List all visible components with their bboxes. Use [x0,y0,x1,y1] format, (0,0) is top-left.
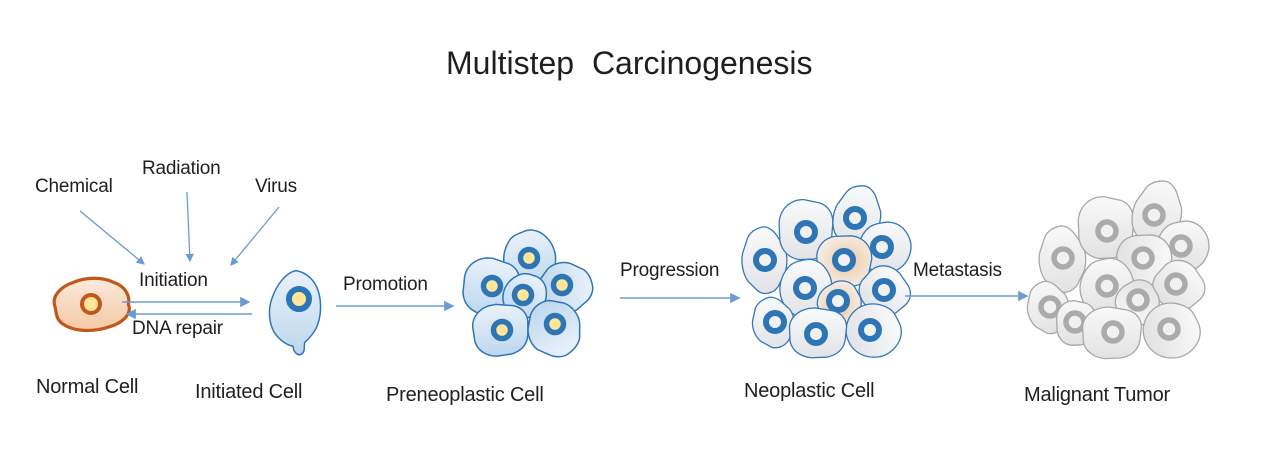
cell-nucleus [1164,272,1188,296]
cell-nucleus [511,283,535,307]
cell-nucleus [1131,246,1155,270]
cell-nucleus [870,235,894,259]
cell-nucleus [480,274,504,298]
normal-cell [52,276,131,332]
cell-nucleus [1095,219,1119,243]
radiation-arrow [185,191,194,263]
cause-label-chemical: Chemical [35,176,113,197]
virus-arrow [230,206,280,266]
cell-nucleus [763,310,787,334]
cell-nucleus [550,273,574,297]
transition-label-promotion: Promotion [343,274,428,295]
stage-label-initiated-cell: Initiated Cell [195,381,303,403]
cell-nucleus [753,248,777,272]
cells-layer [52,175,1214,368]
cell-nucleus [80,293,102,315]
neoplastic-cell-cluster [738,180,919,365]
cell-nucleus [858,318,882,342]
cell-body [268,269,322,356]
cell-nucleus [1126,288,1150,312]
transition-label-initiation: Initiation [139,270,208,291]
cell-nucleus [1142,203,1166,227]
transition-label-metastasis: Metastasis [913,260,1002,281]
chemical-arrow [79,210,145,265]
diagram-title: Multistep Carcinogenesis [446,45,813,81]
cell-nucleus [1157,317,1181,341]
cell-nucleus [793,276,817,300]
cell-nucleus [804,322,828,346]
transition-label-dna-repair: DNA repair [132,318,223,339]
cell-nucleus [543,312,567,336]
transition-arrows [122,290,1029,320]
stage-label-neoplastic-cell: Neoplastic Cell [744,380,875,402]
cell-nucleus [872,278,896,302]
cell-nucleus [1063,310,1087,334]
cell-nucleus [794,220,818,244]
stage-label-normal-cell: Normal Cell [36,376,139,398]
cell-nucleus [517,246,541,270]
cell-nucleus [1101,320,1125,344]
cell-nucleus [1038,295,1062,319]
cell-nucleus [1169,234,1193,258]
cause-label-virus: Virus [255,176,297,197]
cell-nucleus [1051,246,1075,270]
cell-nucleus [826,289,850,313]
malignant-tumor-cluster [1020,175,1214,366]
initiated-cell [268,269,322,356]
stage-label-preneoplastic-cell: Preneoplastic Cell [386,384,544,406]
preneoplastic-cell-cluster [459,225,596,368]
cause-arrows [79,191,280,266]
transition-label-progression: Progression [620,260,720,281]
stage-label-malignant-tumor: Malignant Tumor [1024,384,1170,406]
cause-label-radiation: Radiation [142,158,221,179]
cell-nucleus [490,318,514,342]
cell-nucleus [1095,274,1119,298]
cell-nucleus [286,286,312,312]
cell-nucleus [843,206,867,230]
cell-nucleus [832,248,856,272]
